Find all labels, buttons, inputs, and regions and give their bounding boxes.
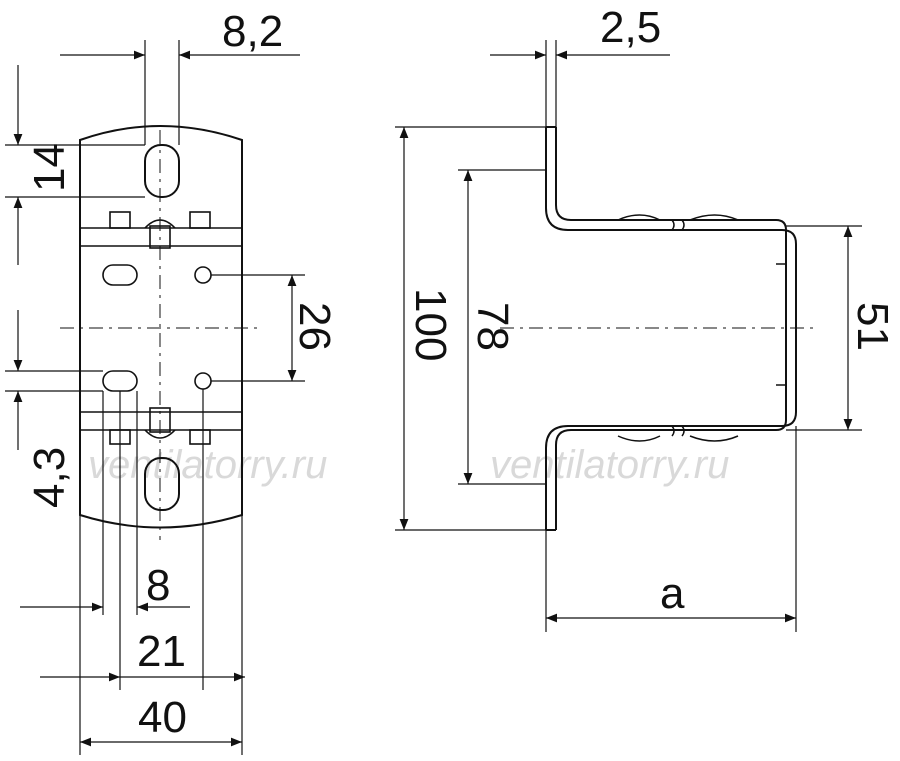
dim-height-inner: 78 (468, 302, 517, 351)
dim-top-hole: 14 (25, 143, 74, 192)
dim-thickness: 2,5 (600, 3, 661, 52)
side-view (500, 126, 815, 531)
dim-height-mid: 51 (848, 302, 897, 351)
dim-bottom-offset: 4,3 (25, 447, 74, 508)
dim-inner-width: 21 (137, 627, 186, 676)
dim-height-total: 100 (406, 288, 455, 361)
dim-top-width: 8,2 (222, 7, 283, 56)
front-dimension-lines (5, 40, 305, 755)
dim-depth: a (660, 569, 685, 618)
watermark-left: ventilatorry.ru (88, 443, 327, 487)
side-dimension-lines (395, 40, 862, 632)
dim-total-width: 40 (138, 693, 187, 742)
dim-hole-spacing: 26 (290, 302, 339, 351)
dim-slot-width: 8 (146, 561, 170, 610)
watermark-right: ventilatorry.ru (490, 443, 729, 487)
